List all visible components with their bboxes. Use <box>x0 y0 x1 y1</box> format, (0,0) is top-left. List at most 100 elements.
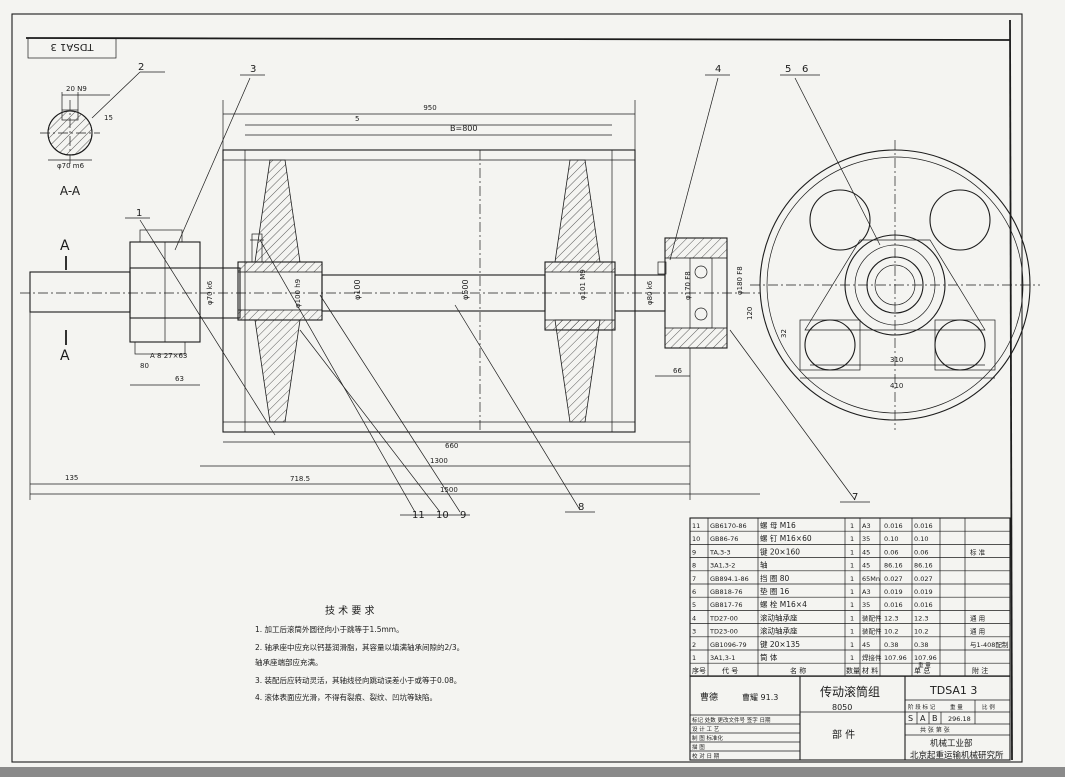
side-view: 310 410 32 <box>750 140 1040 430</box>
bom-cell-qty: 1 <box>850 614 854 622</box>
view-label-top: A <box>60 238 70 254</box>
bom-cell-mat: 45 <box>862 562 870 570</box>
svg-text:φ180 F8: φ180 F8 <box>736 266 744 295</box>
section-label: A-A <box>60 184 81 198</box>
bom-header-code: 代 号 <box>722 666 738 675</box>
bom-cell-w2: 0.38 <box>914 641 928 649</box>
svg-text:φ80 k6: φ80 k6 <box>646 280 654 305</box>
bom-cell-no: 8 <box>692 562 696 570</box>
bom-cell-name: 键 20×135 <box>760 639 800 649</box>
left-bearing-housing <box>129 229 201 355</box>
bom-cell-code: GB894.1-86 <box>710 575 749 583</box>
bom-cell-no: 7 <box>692 575 696 583</box>
leaders <box>125 71 881 516</box>
svg-text:S: S <box>908 714 913 723</box>
bom-cell-name: 挡 圈 80 <box>760 573 790 583</box>
svg-text:φ170 F8: φ170 F8 <box>684 271 692 300</box>
note-4: 4. 滚体表面应光滑，不得有裂痕、裂纹、凹坑等缺陷。 <box>255 692 437 702</box>
note-3: 3. 装配后应转动灵活，其轴线径向跳动误差小于或等于0.08。 <box>255 675 461 685</box>
bom-cell-qty: 1 <box>850 575 854 583</box>
bom-cell-w1: 0.016 <box>884 522 903 530</box>
corner-code-box <box>27 37 117 59</box>
bom-cell-w2: 10.2 <box>914 628 928 636</box>
drum-shell <box>222 149 636 433</box>
part-name: 传动滚筒组 <box>820 684 880 699</box>
bom-cell-name: 筒 体 <box>760 652 778 662</box>
bom-cell-qty: 1 <box>850 654 854 662</box>
left-hub <box>237 159 323 423</box>
balloon-5: 5 <box>785 64 791 75</box>
bom-cell-code: GB1096-79 <box>710 641 747 649</box>
bom-cell-no: 1 <box>692 654 696 662</box>
bom-cell-note: 与1-408配制 <box>970 640 1009 649</box>
bom-cell-note: 标 准 <box>970 547 986 556</box>
shaft <box>20 267 760 319</box>
bom-cell-mat: 35 <box>862 535 870 543</box>
bom-cell-w2: 0.06 <box>914 548 928 556</box>
svg-text:校 对 日 期: 校 对 日 期 <box>692 752 720 760</box>
bom-cell-mat: 35 <box>862 601 870 609</box>
bom-cell-qty: 1 <box>850 601 854 609</box>
bom-cell-note: 通 用 <box>970 613 985 622</box>
bom-cell-code: 3A1,3-2 <box>710 562 735 570</box>
svg-text:φ500: φ500 <box>461 279 470 300</box>
bom-header-no: 序号 <box>692 666 706 675</box>
bom-cell-w1: 0.38 <box>884 641 898 649</box>
svg-text:比 例: 比 例 <box>982 703 995 711</box>
bom-cell-code: 3A1,3-1 <box>710 654 735 662</box>
svg-text:296.18: 296.18 <box>948 715 971 723</box>
svg-text:φ100 h9: φ100 h9 <box>294 279 302 308</box>
bom-cell-mat: A3 <box>862 522 871 530</box>
balloon-10: 10 <box>436 510 449 521</box>
corner-code: TDSA1 3 <box>50 41 94 52</box>
svg-text:1500: 1500 <box>440 486 458 494</box>
svg-text:标记 处数 更改文件号 签字 日期: 标记 处数 更改文件号 签字 日期 <box>692 716 771 724</box>
svg-text:共 张 第 张: 共 张 第 张 <box>920 726 950 734</box>
bom-cell-note: 通 用 <box>970 627 985 636</box>
bom-cell-name: 轴 <box>760 560 768 570</box>
balloon-8: 8 <box>578 502 584 513</box>
balloon-3: 3 <box>250 64 256 75</box>
bom-cell-w1: 0.016 <box>884 601 903 609</box>
svg-text:950: 950 <box>423 104 436 112</box>
bom-cell-mat: 45 <box>862 548 870 556</box>
bom-cell-w2: 0.10 <box>914 535 928 543</box>
inner-frame-right <box>1009 19 1013 761</box>
bom-cell-no: 3 <box>692 628 696 636</box>
bom-header-name: 名 称 <box>790 666 806 675</box>
outer-frame <box>11 13 1023 763</box>
bom-cell-w2: 0.016 <box>914 522 933 530</box>
svg-text:设 计 工 艺: 设 计 工 艺 <box>692 725 720 733</box>
svg-text:阶 段 标 记: 阶 段 标 记 <box>908 703 936 711</box>
svg-text:φ70 m6: φ70 m6 <box>57 162 85 170</box>
balloon-6: 6 <box>802 64 808 75</box>
bom-header-mat: 材 料 <box>862 666 878 675</box>
svg-text:制 图 标准化: 制 图 标准化 <box>692 734 723 742</box>
notes-title: 技 术 要 求 <box>325 604 375 617</box>
title-block: 曹德 曹耀 91.3 标记 处数 更改文件号 签字 日期 设 计 工 艺 制 图… <box>689 675 1011 761</box>
category: 部 件 <box>832 728 855 741</box>
ministry: 机械工业部 <box>930 738 973 749</box>
bom-cell-w2: 0.016 <box>914 601 933 609</box>
svg-text:15: 15 <box>104 114 113 122</box>
bom-cell-name: 键 20×160 <box>760 546 800 556</box>
bom-header-weight: 单 总 <box>914 666 930 675</box>
svg-text:410: 410 <box>890 382 903 390</box>
inner-frame-top <box>25 37 1011 41</box>
balloon-11: 11 <box>412 510 425 521</box>
bom-cell-mat: 焊接件 <box>862 653 882 662</box>
bom-cell-code: TD23-00 <box>709 628 738 636</box>
part-code: 8050 <box>832 703 852 712</box>
balloon-9: 9 <box>460 510 466 521</box>
bom-header-note: 附 注 <box>972 666 988 675</box>
note-2: 2. 轴承座中应充以钙基润滑脂，其容量以填满轴承间隙的2/3。 <box>255 642 464 652</box>
drawing-number: TDSA1 3 <box>929 684 977 697</box>
bom-cell-no: 11 <box>692 522 700 530</box>
dimensions: 950 5 B=800 660 1300 718.5 1500 135 63 6… <box>29 100 760 500</box>
svg-text:5: 5 <box>355 115 359 123</box>
svg-text:32: 32 <box>780 329 788 338</box>
note-2b: 轴承座端部应充满。 <box>255 657 323 667</box>
bom-cell-code: GB817-76 <box>710 601 743 609</box>
bom-cell-qty: 1 <box>850 562 854 570</box>
bom-cell-w1: 86.16 <box>884 562 903 570</box>
